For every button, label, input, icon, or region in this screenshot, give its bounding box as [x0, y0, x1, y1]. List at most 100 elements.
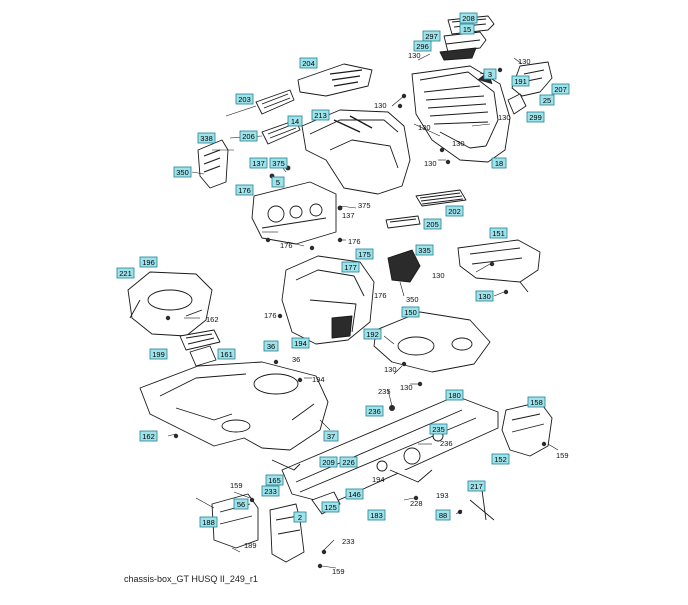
callout-203: 203: [235, 93, 254, 105]
svg-text:299: 299: [529, 113, 542, 122]
label-130: 130: [432, 271, 445, 280]
svg-text:191: 191: [514, 77, 527, 86]
part-top-grille-assembly: [439, 15, 495, 61]
part-hood-bracket: [507, 61, 553, 115]
svg-text:213: 213: [314, 111, 327, 120]
svg-text:208: 208: [462, 14, 475, 23]
svg-text:217: 217: [470, 482, 483, 491]
svg-text:161: 161: [220, 350, 233, 359]
callout-2: 2: [293, 511, 307, 523]
svg-text:194: 194: [294, 339, 307, 348]
part-panel-161: [189, 345, 217, 367]
callout-226: 226: [339, 456, 358, 468]
svg-text:338: 338: [200, 134, 213, 143]
callout-207: 207: [551, 83, 570, 95]
svg-text:176: 176: [238, 186, 251, 195]
svg-text:375: 375: [272, 159, 285, 168]
label-236: 236: [440, 439, 453, 448]
callout-209: 209: [319, 456, 338, 468]
svg-text:36: 36: [267, 342, 275, 351]
svg-text:297: 297: [425, 32, 438, 41]
callout-161: 161: [217, 348, 236, 360]
part-seat-pan: [127, 271, 213, 337]
label-375: 375: [358, 201, 371, 210]
label-137: 137: [342, 211, 355, 220]
part-front-grille: [415, 189, 467, 207]
svg-text:204: 204: [302, 59, 315, 68]
svg-text:162: 162: [142, 432, 155, 441]
label-130: 130: [408, 51, 421, 60]
svg-text:196: 196: [142, 258, 155, 267]
svg-text:165: 165: [268, 476, 281, 485]
callout-233: 233: [261, 485, 280, 497]
callout-206: 206: [239, 130, 258, 142]
label-130: 130: [384, 365, 397, 374]
label-162: 162: [206, 315, 219, 324]
callout-5: 5: [271, 176, 285, 188]
part-side-grille-left: [255, 89, 295, 115]
label-350: 350: [406, 295, 419, 304]
callout-125: 125: [321, 501, 340, 513]
part-front-bumper-bracket: [501, 401, 553, 457]
part-hood-front: [411, 65, 511, 163]
label-130: 130: [424, 159, 437, 168]
svg-text:226: 226: [342, 458, 355, 467]
callout-56: 56: [233, 498, 249, 510]
label-130: 130: [498, 113, 511, 122]
callout-375: 375: [269, 157, 288, 169]
part-side-panel-338: [197, 139, 229, 189]
callout-162: 162: [139, 430, 158, 442]
svg-text:209: 209: [322, 458, 335, 467]
callout-213: 213: [311, 109, 330, 121]
part-chassis-frame: [281, 395, 499, 505]
callout-236: 236: [365, 405, 384, 417]
svg-text:199: 199: [152, 350, 165, 359]
callout-14: 14: [287, 115, 303, 127]
svg-text:14: 14: [291, 117, 299, 126]
callout-18: 18: [491, 157, 507, 169]
label-235: 235: [378, 387, 391, 396]
callout-217: 217: [467, 480, 486, 492]
svg-text:15: 15: [463, 25, 471, 34]
part-dashboard-console: [251, 181, 337, 245]
callout-208: 208: [459, 12, 478, 24]
callout-25: 25: [539, 94, 555, 106]
svg-text:130: 130: [478, 292, 491, 301]
svg-text:183: 183: [370, 511, 383, 520]
svg-text:158: 158: [530, 398, 543, 407]
callout-36: 36: [263, 340, 279, 352]
callout-88: 88: [435, 509, 451, 521]
callout-37: 37: [323, 430, 339, 442]
callout-137: 137: [249, 157, 268, 169]
svg-text:5: 5: [276, 178, 280, 187]
svg-text:236: 236: [368, 407, 381, 416]
svg-text:296: 296: [416, 42, 429, 51]
svg-text:88: 88: [439, 511, 447, 520]
callout-204: 204: [299, 57, 318, 69]
part-panel-199: [179, 329, 221, 351]
callout-165: 165: [265, 474, 284, 486]
label-159: 159: [332, 567, 345, 576]
svg-text:188: 188: [202, 518, 215, 527]
callout-221: 221: [116, 267, 135, 279]
callout-196: 196: [139, 256, 158, 268]
svg-text:180: 180: [448, 391, 461, 400]
label-194: 194: [312, 375, 325, 384]
callout-183: 183: [367, 509, 386, 521]
part-clip-165: [271, 459, 301, 471]
label-233: 233: [342, 537, 355, 546]
svg-text:175: 175: [358, 250, 371, 259]
callout-150: 150: [401, 306, 420, 318]
callout-130: 130: [475, 290, 494, 302]
callout-192: 192: [363, 328, 382, 340]
callout-338: 338: [197, 132, 216, 144]
callout-152: 152: [491, 453, 510, 465]
callout-175: 175: [355, 248, 374, 260]
svg-text:202: 202: [448, 207, 461, 216]
label-176: 176: [374, 291, 387, 300]
label-130: 130: [452, 139, 465, 148]
label-130: 130: [400, 383, 413, 392]
callout-191: 191: [511, 75, 530, 87]
